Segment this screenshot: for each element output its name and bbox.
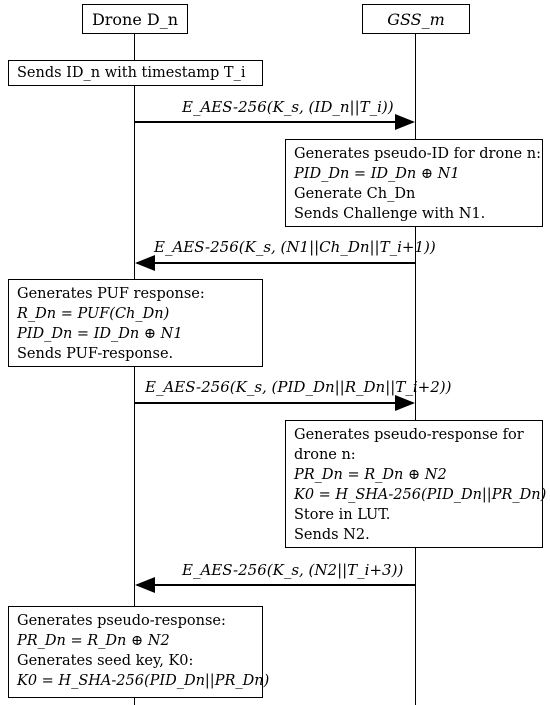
step2-line1: Generates pseudo-ID for drone n: xyxy=(294,146,541,162)
gss-header-label: GSS_m xyxy=(387,9,445,29)
step2-line4: Sends Challenge with N1. xyxy=(294,206,486,222)
step3-line2: R_Dn = PUF(Ch_Dn) xyxy=(17,306,170,322)
drone-step-5: Generates pseudo-response: PR_Dn = R_Dn … xyxy=(8,606,270,698)
message-1-label: E_AES-256(K_s, (ID_n||T_i)) xyxy=(182,98,394,116)
step3-line4: Sends PUF-response. xyxy=(17,346,174,362)
drone-step-3: Generates PUF response: R_Dn = PUF(Ch_Dn… xyxy=(8,279,263,367)
step3-line3: PID_Dn = ID_Dn ⊕ N1 xyxy=(17,326,183,342)
step5-line3: Generates seed key, K0: xyxy=(17,653,194,669)
message-2-label: E_AES-256(K_s, (N1||Ch_Dn||T_i+1)) xyxy=(154,238,436,256)
drone-step-1: Sends ID_n with timestamp T_i xyxy=(8,60,263,86)
step5-line4: K0 = H_SHA-256(PID_Dn||PR_Dn) xyxy=(17,673,270,689)
message-3-label: E_AES-256(K_s, (PID_Dn||R_Dn||T_i+2)) xyxy=(145,378,452,396)
step5-line1: Generates pseudo-response: xyxy=(17,613,226,629)
step2-line2: PID_Dn = ID_Dn ⊕ N1 xyxy=(294,166,460,182)
step4-line1: Generates pseudo-response for xyxy=(294,427,524,443)
drone-header-label: Drone D_n xyxy=(91,9,179,29)
gss-step-2: Generates pseudo-ID for drone n: PID_Dn … xyxy=(285,139,543,227)
step3-line1: Generates PUF response: xyxy=(17,286,205,302)
step4-line4: K0 = H_SHA-256(PID_Dn||PR_Dn) xyxy=(294,487,547,503)
drone-lifeline xyxy=(134,30,135,705)
gss-lifeline xyxy=(415,30,416,705)
step4-line3: PR_Dn = R_Dn ⊕ N2 xyxy=(294,467,447,483)
step4-line5: Store in LUT. xyxy=(294,507,391,523)
step4-line6: Sends N2. xyxy=(294,527,370,543)
message-4-label: E_AES-256(K_s, (N2||T_i+3)) xyxy=(182,561,404,579)
step5-line2: PR_Dn = R_Dn ⊕ N2 xyxy=(17,633,170,649)
gss-step-4: Generates pseudo-response for drone n: P… xyxy=(285,420,547,548)
step1-line1: Sends ID_n with timestamp T_i xyxy=(17,65,246,81)
drone-header: Drone D_n xyxy=(82,4,188,34)
step4-line2: drone n: xyxy=(294,447,356,463)
step2-line3: Generate Ch_Dn xyxy=(294,186,416,202)
gss-header: GSS_m xyxy=(362,4,470,34)
